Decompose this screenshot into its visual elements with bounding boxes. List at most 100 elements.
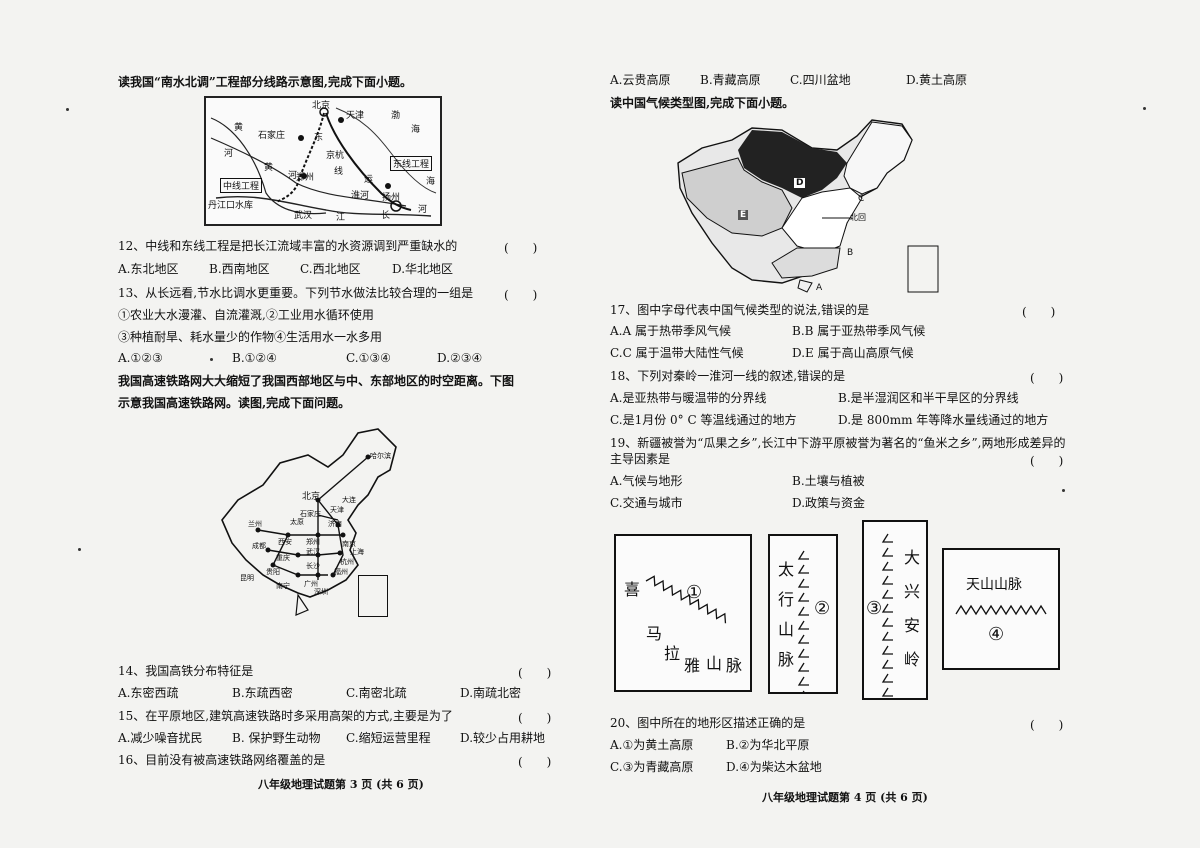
q13-option-b[interactable]: B.①②④	[232, 351, 277, 365]
map-label-huaihe: 淮河	[351, 191, 370, 201]
m3-char-3: 安	[904, 616, 921, 635]
rail-label-harbin: 哈尔滨	[370, 452, 391, 460]
answer-blank-18[interactable]: ( )	[1030, 371, 1064, 385]
mountain-symbols-4	[955, 604, 1047, 616]
china-outline-rail	[221, 428, 397, 616]
q15-option-b[interactable]: B. 保护野生动物	[232, 731, 321, 745]
q18-option-b[interactable]: B.是半湿润区和半干旱区的分界线	[838, 391, 1019, 405]
q20-option-a[interactable]: A.①为黄土高原	[610, 738, 694, 752]
answer-blank-19[interactable]: ( )	[1030, 454, 1064, 468]
rail-label-guiyang: 贵阳	[266, 568, 280, 576]
q17-option-a[interactable]: A.A 属于热带季风气候	[610, 324, 731, 338]
rail-label-zhengzhou: 郑州	[306, 538, 320, 546]
answer-blank-13[interactable]: ( )	[504, 288, 538, 302]
q14-option-a[interactable]: A.东密西疏	[118, 686, 179, 700]
climate-map-shapes	[677, 119, 939, 293]
q18-option-c[interactable]: C.是1月份 0° C 等温线通过的地方	[610, 413, 797, 427]
rail-label-kunming: 昆明	[240, 574, 254, 582]
map-label-huang2: 黄	[264, 163, 274, 173]
south-sea-inset	[358, 575, 388, 617]
q19-option-b[interactable]: B.土壤与植被	[792, 474, 865, 488]
q16-option-d[interactable]: D.黄土高原	[906, 73, 968, 87]
intro-high-speed-rail-2: 示意我国高速铁路网。读图,完成下面问题。	[118, 396, 351, 410]
q13-option-d[interactable]: D.②③④	[437, 351, 483, 365]
map-label-beijing: 北京	[312, 101, 331, 111]
rail-label-shijiazhuang: 石家庄	[300, 510, 321, 518]
q12-option-c[interactable]: C.西北地区	[300, 262, 361, 276]
q20-option-b[interactable]: B.②为华北平原	[726, 738, 810, 752]
map-label-xian: 线	[334, 167, 344, 177]
q19-option-a[interactable]: A.气候与地形	[610, 474, 683, 488]
rail-label-nanning: 南宁	[276, 582, 290, 590]
answer-blank-14[interactable]: ( )	[518, 666, 552, 680]
map-label-chang: 长	[381, 211, 391, 221]
mountain-number-2: ②	[814, 598, 831, 619]
q12-option-b[interactable]: B.西南地区	[209, 262, 270, 276]
q17-option-b[interactable]: B.B 属于亚热带季风气候	[792, 324, 926, 338]
q19-option-d[interactable]: D.政策与资金	[792, 496, 866, 510]
q20-option-c[interactable]: C.③为青藏高原	[610, 760, 694, 774]
answer-blank-15[interactable]: ( )	[518, 711, 552, 725]
question-14: 14、我国高铁分布特征是	[118, 664, 254, 678]
q16-option-a[interactable]: A.云贵高原	[610, 73, 671, 87]
answer-blank-16[interactable]: ( )	[518, 755, 552, 769]
question-16: 16、目前没有被高速铁路网络覆盖的是	[118, 753, 326, 767]
q17-option-d[interactable]: D.E 属于高山高原气候	[792, 346, 914, 360]
map-label-bo: 渤	[391, 111, 401, 121]
q14-option-c[interactable]: C.南密北疏	[346, 686, 407, 700]
m4-name: 天山山脉	[966, 577, 1022, 593]
map-label-middle-route: 中线工程	[220, 178, 263, 193]
q18-option-a[interactable]: A.是亚热带与暖温带的分界线	[610, 391, 767, 405]
map-label-jiang: 江	[336, 213, 346, 223]
scan-speck	[1062, 489, 1065, 492]
q13-option-c[interactable]: C.①③④	[346, 351, 391, 365]
mountain-symbols-2	[797, 550, 809, 692]
map-label-hai: 海	[411, 125, 421, 135]
q18-option-d[interactable]: D.是 800mm 年等降水量线通过的地方	[838, 413, 1049, 427]
rail-label-shenzhen: 深圳	[314, 588, 328, 596]
q17-option-c[interactable]: C.C 属于温带大陆性气候	[610, 346, 744, 360]
q15-option-a[interactable]: A.减少噪音扰民	[118, 731, 203, 745]
climate-label-c: C	[858, 194, 865, 204]
map-label-hai2: 海	[426, 177, 436, 187]
q15-option-c[interactable]: C.缩短运营里程	[346, 731, 431, 745]
q13-statement-line1: ①农业大水漫灌、自流灌溉,②工业用水循环使用	[118, 308, 374, 322]
question-18: 18、下列对秦岭一淮河一线的叙述,错误的是	[610, 369, 846, 383]
map-label-dong: 东	[314, 133, 324, 143]
answer-blank-20[interactable]: ( )	[1030, 718, 1064, 732]
rail-label-shanghai: 上海	[350, 548, 364, 556]
q12-option-a[interactable]: A.东北地区	[118, 262, 179, 276]
q13-statement-line2: ③种植耐旱、耗水量少的作物④生活用水一水多用	[118, 330, 383, 344]
mountain-number-1: ①	[686, 582, 703, 603]
climate-label-b: B	[847, 248, 854, 258]
rail-label-taiyuan: 太原	[290, 518, 304, 526]
m2-char-3: 山	[778, 620, 795, 639]
m1-char-6: 脉	[726, 656, 743, 675]
climate-label-d: D	[794, 178, 806, 188]
question-15: 15、在平原地区,建筑高速铁路时多采用高架的方式,主要是为了	[118, 709, 453, 723]
rail-label-changsha: 长沙	[306, 562, 320, 570]
tropic-line-label: 北回	[850, 213, 866, 222]
q13-option-a[interactable]: A.①②③	[118, 351, 163, 365]
scan-speck	[78, 548, 81, 551]
answer-blank-17[interactable]: ( )	[1022, 305, 1056, 319]
q14-option-b[interactable]: B.东疏西密	[232, 686, 293, 700]
answer-blank-12[interactable]: ( )	[504, 241, 538, 255]
water-diversion-map-lines	[210, 107, 437, 217]
mountain-symbols-3	[881, 533, 893, 697]
m2-char-2: 行	[778, 590, 795, 609]
q15-option-d[interactable]: D.较少占用耕地	[460, 731, 546, 745]
map-label-shijiazhuang: 石家庄	[258, 131, 286, 141]
q16-option-c[interactable]: C.四川盆地	[790, 73, 851, 87]
q16-option-b[interactable]: B.青藏高原	[700, 73, 761, 87]
m3-char-2: 兴	[904, 582, 921, 601]
q20-option-d[interactable]: D.④为柴达木盆地	[726, 760, 822, 774]
scan-speck	[1143, 107, 1146, 110]
rail-label-wuhan: 武汉	[306, 548, 320, 556]
rail-label-tianjin: 天津	[330, 506, 344, 514]
q19-option-c[interactable]: C.交通与城市	[610, 496, 683, 510]
page-footer-3: 八年级地理试题第 3 页 (共 6 页)	[258, 778, 424, 791]
q12-option-d[interactable]: D.华北地区	[392, 262, 454, 276]
q14-option-d[interactable]: D.南疏北密	[460, 686, 522, 700]
